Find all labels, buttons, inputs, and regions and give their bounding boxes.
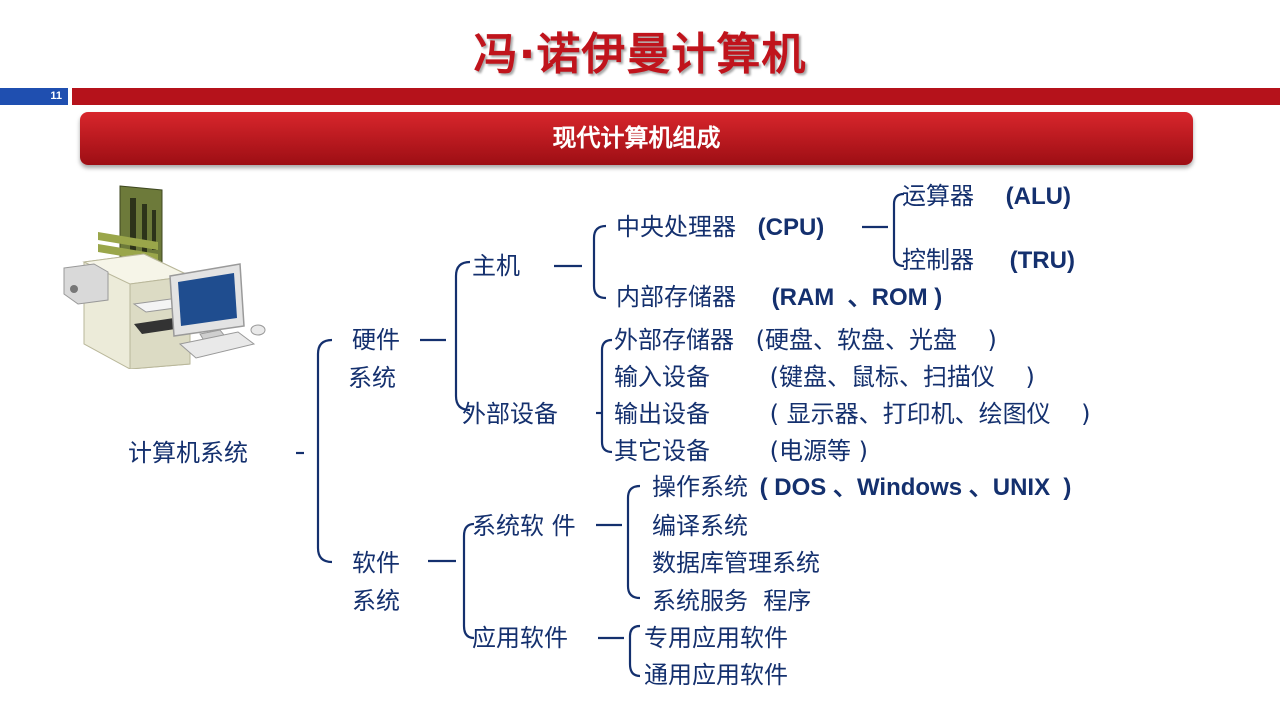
alu-label-en: (ALU) — [1005, 183, 1071, 210]
system-software-label: 系统软 件 — [472, 512, 576, 540]
page-number: 11 — [0, 88, 68, 105]
peripheral-label: 外部设备 — [462, 400, 558, 428]
special-app-label: 专用应用软件 — [644, 624, 788, 652]
ext-storage-label: 外部存储器 (硬盘、软盘、光盘 ) — [614, 325, 997, 355]
section-banner: 现代计算机组成 — [80, 112, 1193, 165]
output-device-label-note: ( 显示器、打印机、绘图仪 ) — [769, 400, 1091, 428]
ram-label-en: (RAM 、ROM ) — [771, 284, 943, 311]
other-device-label-note: (电源等 ) — [769, 437, 868, 465]
cpu-label: 中央处理器 (CPU) — [616, 212, 824, 243]
dbms-label: 数据库管理系统 — [652, 549, 820, 577]
ext-storage-label-note: (硬盘、软盘、光盘 ) — [755, 326, 997, 354]
alu-label: 运算器 (ALU) — [902, 181, 1071, 212]
tru-label-cn: 控制器 — [902, 246, 974, 274]
output-device-label-cn: 输出设备 — [614, 400, 710, 428]
root-label: 计算机系统 — [128, 439, 248, 467]
ext-storage-label-cn: 外部存储器 — [614, 326, 734, 354]
ram-label: 内部存储器 (RAM 、ROM ) — [616, 282, 942, 313]
input-device-label-note: (键盘、鼠标、扫描仪 ) — [769, 363, 1035, 391]
slide-title: 冯·诺伊曼计算机 — [473, 29, 807, 80]
cpu-label-cn: 中央处理器 — [616, 213, 736, 241]
header-rule — [72, 88, 1280, 105]
software-label-line2: 系统 — [352, 587, 400, 615]
output-device-label: 输出设备 ( 显示器、打印机、绘图仪 ) — [614, 399, 1091, 429]
software-label-line1: 软件 — [352, 549, 400, 577]
host-label: 主机 — [472, 252, 520, 280]
os-label-en: ( DOS 、Windows 、UNIX ) — [759, 474, 1072, 501]
os-label-cn: 操作系统 — [652, 473, 748, 501]
input-device-label: 输入设备 (键盘、鼠标、扫描仪 ) — [614, 362, 1035, 392]
input-device-label-cn: 输入设备 — [614, 363, 710, 391]
hardware-label-line2: 系统 — [348, 364, 396, 392]
other-device-label: 其它设备 (电源等 ) — [614, 436, 868, 466]
desktop-computer-icon — [63, 185, 266, 369]
other-device-label-cn: 其它设备 — [614, 437, 710, 465]
system-service-label: 系统服务 程序 — [652, 587, 812, 615]
os-label: 操作系统 ( DOS 、Windows 、UNIX ) — [652, 472, 1071, 503]
hardware-label-line1: 硬件 — [352, 326, 400, 354]
tru-label-en: (TRU) — [1009, 247, 1075, 274]
general-app-label: 通用应用软件 — [644, 661, 788, 689]
alu-label-cn: 运算器 — [902, 182, 974, 210]
ram-label-cn: 内部存储器 — [616, 283, 736, 311]
compiler-label: 编译系统 — [652, 512, 748, 540]
app-software-label: 应用软件 — [472, 624, 568, 652]
cpu-label-en: (CPU) — [757, 214, 825, 241]
tru-label: 控制器 (TRU) — [902, 245, 1075, 276]
